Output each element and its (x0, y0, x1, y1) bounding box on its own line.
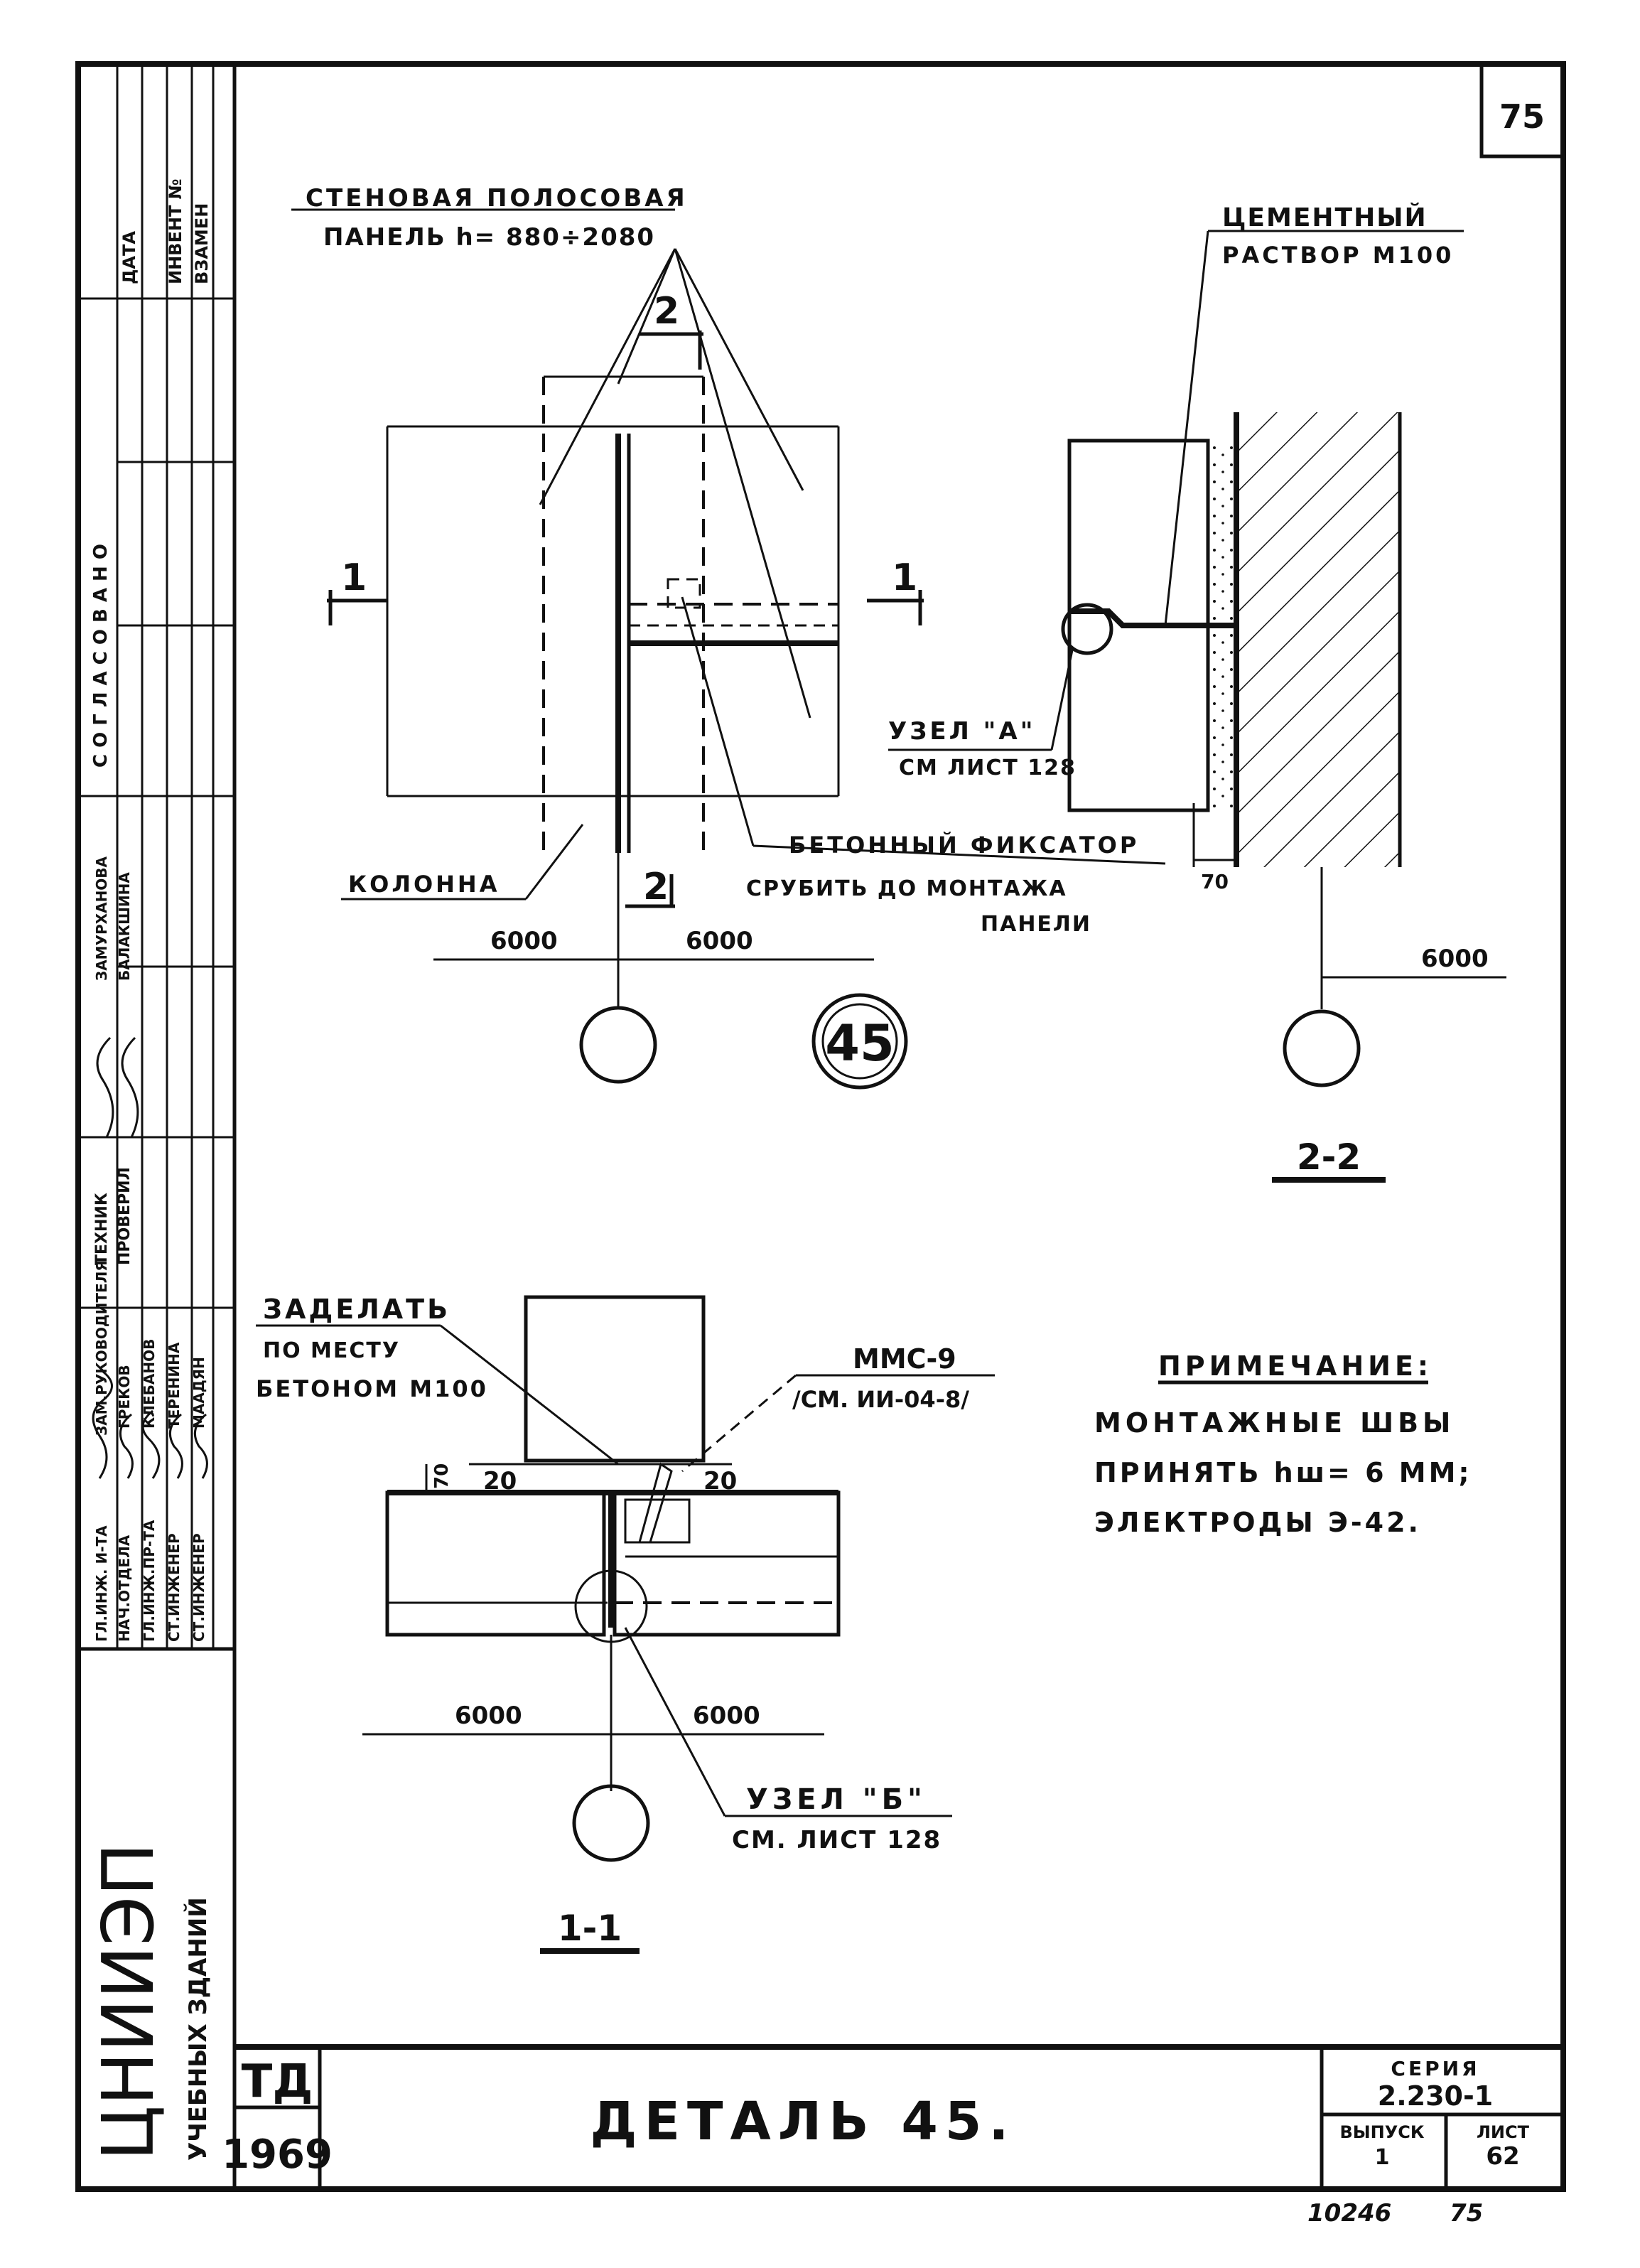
node-a-label-1: УЗЕЛ "А" (888, 717, 1035, 746)
year: 1969 (222, 2132, 333, 2178)
node-b-label-2: СМ. ЛИСТ 128 (732, 1826, 942, 1854)
dim-6000-d: 6000 (455, 1702, 522, 1730)
name-3: ТЕРЕНИНА (166, 1342, 183, 1429)
td-label: ТД (242, 2055, 313, 2108)
list-value: 62 (1486, 2142, 1519, 2171)
mortar-label-2: РАСТВОР М100 (1222, 242, 1454, 269)
cut-1-right: 1 (892, 557, 917, 599)
dim-70: 70 (1201, 870, 1229, 893)
role-3: ГЛ.ИНЖ.ПР-ТА (141, 1520, 158, 1642)
plan-view: СТЕНОВАЯ ПОЛОСОВАЯ ПАНЕЛЬ h= 880÷2080 БЕ… (291, 184, 1166, 1090)
dim-70b: 70 (431, 1463, 453, 1489)
role-1: ГЛ.ИНЖ. И-ТА (93, 1525, 110, 1642)
note-line-1: МОНТАЖНЫЕ ШВЫ (1094, 1407, 1455, 1439)
column-label: КОЛОННА (348, 871, 500, 898)
signatures (92, 1036, 208, 1479)
section-1-1-label: 1-1 (558, 1908, 622, 1949)
role-2: НАЧ.ОТДЕЛА (116, 1535, 133, 1642)
note: ПРИМЕЧАНИЕ: МОНТАЖНЫЕ ШВЫ ПРИНЯТЬ hш= 6 … (1094, 1350, 1472, 1538)
mortar-label-1: ЦЕМЕНТНЫЙ (1222, 203, 1428, 232)
panel-label-2: ПАНЕЛЬ h= 880÷2080 (323, 223, 655, 252)
note-line-3: ЭЛЕКТРОДЫ Э-42. (1094, 1507, 1421, 1538)
seal-label-1: ЗАДЕЛАТЬ (263, 1294, 451, 1325)
name-5: ЗАМУРХАНОВА (93, 856, 110, 981)
fixator-label-2: СРУБИТЬ ДО МОНТАЖА (746, 876, 1067, 901)
soglasovano-label: С О Г Л А С О В А Н О (90, 544, 112, 768)
role-8: ПРОВЕРИЛ (116, 1167, 134, 1265)
seal-label-2: ПО МЕСТУ (263, 1338, 400, 1363)
panel-label-1: СТЕНОВАЯ ПОЛОСОВАЯ (306, 184, 688, 213)
mmc-label-1: ММС-9 (853, 1343, 956, 1375)
list-label: ЛИСТ (1477, 2122, 1530, 2142)
cut-2-top: 2 (654, 290, 679, 333)
vypusk-value: 1 (1375, 2145, 1390, 2170)
dim-6000-e: 6000 (693, 1702, 760, 1730)
dim-6000-a: 6000 (490, 927, 558, 955)
role-5: СТ.ИНЖЕНЕР (190, 1533, 207, 1642)
fixator-label-1: БЕТОННЫЙ ФИКСАТОР (789, 832, 1139, 859)
name-1: ГРЕКОВ (116, 1365, 133, 1429)
org-subtitle: УЧЕБНЫХ ЗДАНИЙ (183, 1897, 212, 2161)
seria-label: СЕРИЯ (1391, 2057, 1479, 2080)
cut-1-left: 1 (341, 557, 367, 599)
name-4: МААДЯН (190, 1357, 207, 1429)
mmc-label-2: /СМ. ИИ-04-8/ (792, 1386, 969, 1413)
footer-page: 75 (1450, 2199, 1483, 2227)
title-block: ТД 1969 ДЕТАЛЬ 45. СЕРИЯ 2.230-1 ВЫПУСК … (222, 2044, 1563, 2227)
detail-number: 45 (825, 1014, 894, 1073)
node-b-label-1: УЗЕЛ "Б" (746, 1783, 927, 1816)
dim-6000-c: 6000 (1421, 945, 1489, 973)
stamp-date: ДАТА (119, 231, 139, 284)
seal-label-3: БЕТОНОМ М100 (256, 1375, 488, 1402)
role-7: ТЕХНИК (93, 1193, 111, 1265)
sheet-frame (75, 61, 1566, 2192)
stamp-invent: ИНВЕНТ № (166, 178, 185, 284)
vypusk-label: ВЫПУСК (1340, 2122, 1425, 2142)
note-line-2: ПРИНЯТЬ hш= 6 ММ; (1094, 1457, 1472, 1488)
stamp-vzamen: ВЗАМЕН (192, 203, 212, 284)
dim-20-b: 20 (703, 1467, 737, 1495)
seria-value: 2.230-1 (1378, 2080, 1493, 2112)
section-1-1: ЗАДЕЛАТЬ ПО МЕСТУ БЕТОНОМ М100 70 20 20 … (256, 1294, 995, 1954)
dim-20-a: 20 (483, 1467, 517, 1495)
role-4: СТ.ИНЖЕНЕР (166, 1533, 183, 1642)
dim-6000-b: 6000 (686, 927, 753, 955)
note-title: ПРИМЕЧАНИЕ: (1158, 1350, 1433, 1382)
section-2-2: ЦЕМЕНТНЫЙ РАСТВОР М100 70 УЗЕЛ "А" СМ ЛИ… (888, 203, 1506, 1183)
org-name: ЦНИИЭП (87, 1843, 170, 2161)
name-6: БАЛАКШИНА (116, 872, 133, 981)
page-number: 75 (1499, 97, 1545, 136)
fixator-label-3: ПАНЕЛИ (981, 912, 1091, 937)
node-a-label-2: СМ ЛИСТ 128 (899, 756, 1077, 780)
section-2-2-label: 2-2 (1297, 1136, 1361, 1178)
cut-2-bottom: 2 (643, 866, 669, 908)
sheet-title: ДЕТАЛЬ 45. (590, 2091, 1016, 2152)
footer-num: 10246 (1307, 2199, 1391, 2227)
